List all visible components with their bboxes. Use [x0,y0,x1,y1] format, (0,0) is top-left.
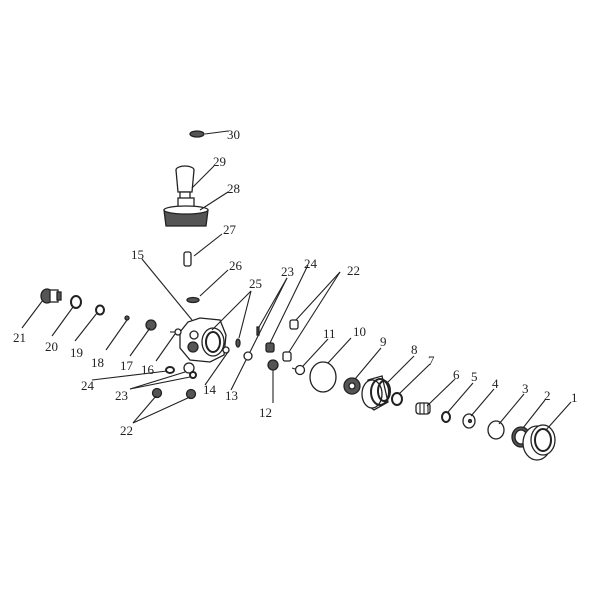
parts [40,130,556,461]
part-1-end-cap [522,424,556,461]
callout-21: 21 [13,330,26,345]
part-17-nut [145,319,157,331]
callout-13: 13 [225,388,238,403]
part-28-knob [163,197,209,227]
part-12-nut [267,359,279,371]
callout-5: 5 [471,369,478,384]
callout-7: 7 [428,353,435,368]
callout-10: 10 [353,324,366,339]
callout-28: 28 [227,181,240,196]
part-7-oring [391,392,403,406]
part-18-ball [124,315,130,321]
part-23-oring-lower [189,371,197,379]
part-24-oring-lower [165,366,175,374]
part-19-oring [95,304,105,316]
callout-3: 3 [522,381,529,396]
part-13-washer [243,351,253,361]
callout-11: 11 [323,326,336,341]
callout-4: 4 [492,376,499,391]
part-30-washer [189,130,205,138]
callout-22-lower: 22 [120,423,133,438]
callout-18: 18 [91,355,104,370]
callout-22-upper: 22 [347,263,360,278]
part-4-disc [462,413,476,429]
callout-labels: 30 29 28 27 26 15 25 23 24 22 21 20 19 1… [13,127,578,438]
part-27-tube [183,251,192,267]
callout-20: 20 [45,339,58,354]
callout-15: 15 [131,247,144,262]
part-8-housing [361,375,391,411]
part-5-oring [441,411,451,423]
callout-27: 27 [223,222,237,237]
callout-23-lower: 23 [115,388,128,403]
callout-26: 26 [229,258,243,273]
part-3-cap [487,420,505,440]
part-20-oring [70,295,82,309]
part-15-pump-body [179,317,230,363]
callout-6: 6 [453,367,460,382]
callout-1: 1 [571,390,578,405]
callout-30: 30 [227,127,240,142]
part-9-seal [343,377,361,395]
callout-29: 29 [213,154,226,169]
part-24-plug [265,342,275,353]
leader-lines [21,130,572,431]
part-11-valve [291,364,306,376]
callout-23-upper: 23 [281,264,294,279]
callout-24-lower: 24 [81,378,95,393]
part-21-fitting [40,288,62,304]
part-22-nut-lower-b [185,388,197,400]
part-23-washer-lower [183,362,195,374]
callout-25: 25 [249,276,262,291]
callout-9: 9 [380,334,387,349]
part-26-oring [186,296,200,304]
callout-17: 17 [120,358,134,373]
callout-14: 14 [203,382,217,397]
part-22-plug-a [289,319,299,330]
callout-12: 12 [259,405,272,420]
callout-24-upper: 24 [304,256,318,271]
part-22-plug-b [282,351,292,362]
callout-2: 2 [544,388,551,403]
callout-16: 16 [141,362,155,377]
part-29-stem [175,165,195,203]
callout-8: 8 [411,342,418,357]
part-22-nut-lower-a [151,387,163,399]
callout-19: 19 [70,345,83,360]
part-16-screw [170,328,182,336]
part-25-oring-a [235,338,241,348]
part-10-seal-ring [309,361,337,393]
